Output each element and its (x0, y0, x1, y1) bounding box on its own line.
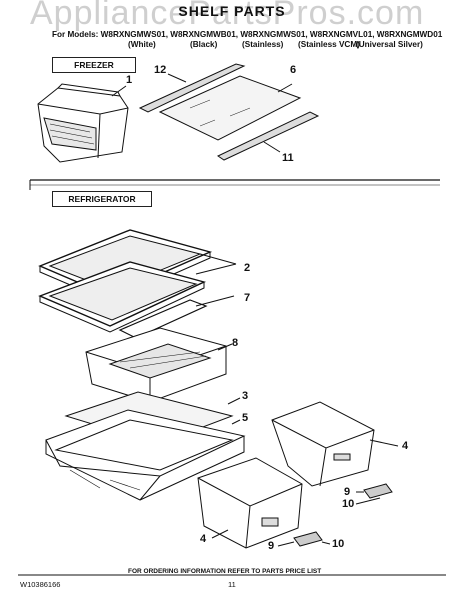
page-number: 11 (228, 580, 236, 589)
callout-4-left: 4 (200, 533, 207, 545)
callout-12: 12 (154, 64, 167, 76)
refrigerator-shelf-lower (38, 261, 207, 333)
callout-8: 8 (232, 337, 239, 349)
shelf-frame (118, 299, 208, 339)
callout-9-left: 9 (268, 540, 275, 552)
color-black: (Black) (190, 40, 218, 49)
color-universal-silver: (Universal Silver) (356, 40, 423, 49)
callout-1: 1 (126, 74, 133, 86)
freezer-shelf-trim-rear (216, 111, 320, 161)
color-stainless-vcm: (Stainless VCM) (298, 40, 360, 49)
callout-6: 6 (290, 64, 297, 76)
color-stainless: (Stainless) (242, 40, 284, 49)
crisper-drawer-left (197, 457, 303, 549)
color-white: (White) (128, 40, 156, 49)
drawer-slide-right (363, 483, 393, 499)
ordering-info: FOR ORDERING INFORMATION REFER TO PARTS … (128, 568, 322, 575)
drawer-slide-left (293, 531, 323, 547)
freezer-section-label: FREEZER (52, 57, 136, 73)
freezer-basket (37, 83, 129, 163)
watermark: AppliancePartsPros.com (30, 0, 425, 32)
callout-9-right: 9 (344, 486, 351, 498)
freezer-shelf-trim-front (138, 63, 246, 113)
callout-4-right: 4 (402, 440, 409, 452)
callout-2: 2 (244, 262, 251, 274)
crisper-cover-frame (45, 409, 246, 501)
refrigerator-section-label: REFRIGERATOR (52, 191, 152, 207)
callout-5: 5 (242, 412, 249, 424)
freezer-glass-shelf (158, 75, 302, 141)
callout-3: 3 (242, 390, 249, 402)
callout-10-left: 10 (332, 538, 345, 550)
crisper-drawer-right (271, 401, 375, 487)
page-title: SHELF PARTS (178, 3, 286, 19)
callout-10-right: 10 (342, 498, 355, 510)
callout-7: 7 (244, 292, 251, 304)
crisper-pan (85, 327, 227, 403)
callout-11: 11 (282, 152, 294, 164)
doc-number: W10386166 (20, 580, 61, 589)
models-line: For Models: W8RXNGMWS01, W8RXNGMWB01, W8… (52, 30, 443, 39)
